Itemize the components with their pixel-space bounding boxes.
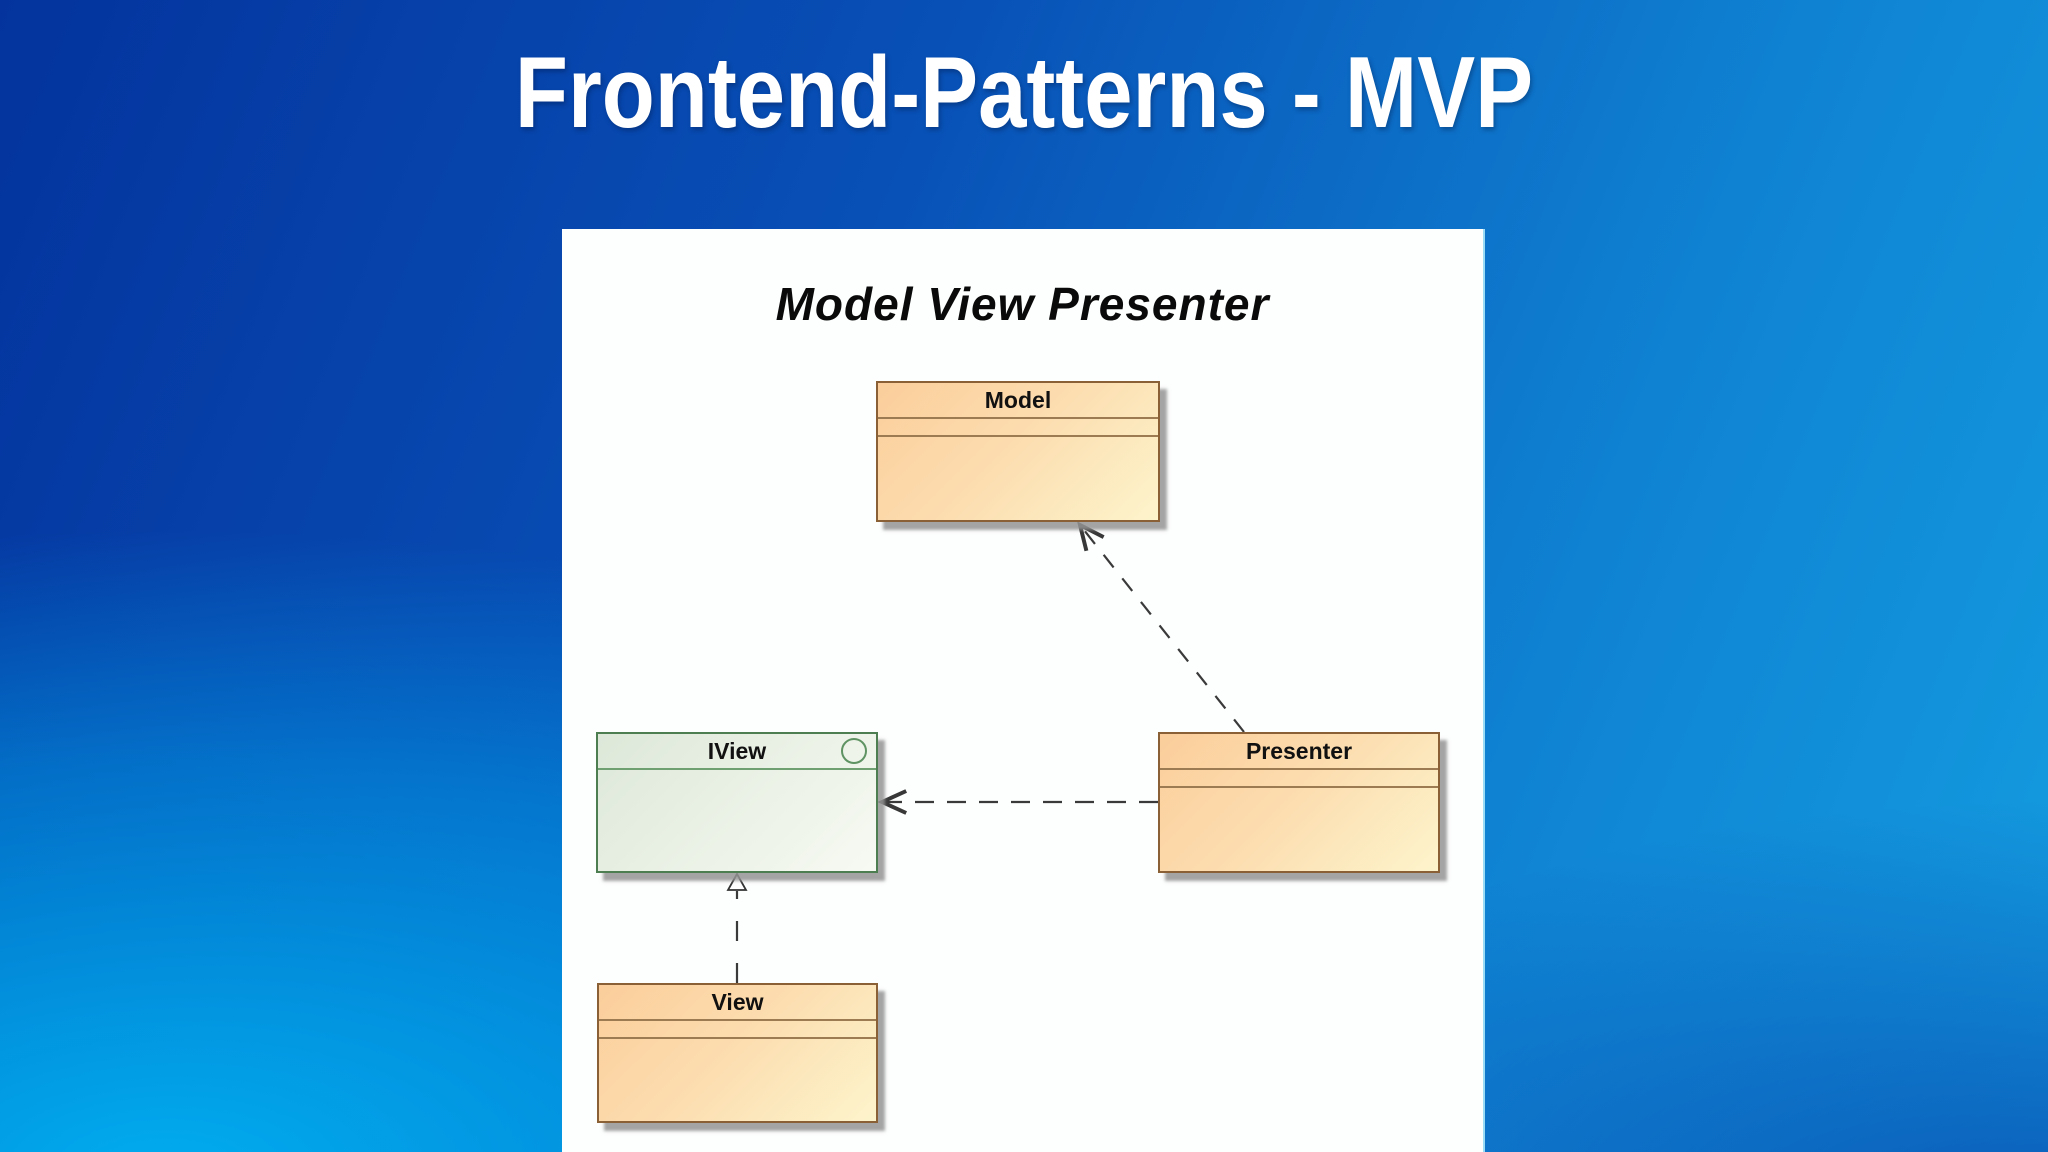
- diagram-title: Model View Presenter: [775, 278, 1270, 330]
- class-attrs-model: [878, 419, 1158, 437]
- class-body-presenter: [1160, 788, 1438, 871]
- interface-title-iview: IView: [598, 734, 876, 770]
- class-box-presenter: Presenter: [1158, 732, 1440, 873]
- class-title-model: Model: [878, 383, 1158, 419]
- realization-view-iview: [726, 872, 748, 983]
- uml-diagram-panel: Model View Presenter Model IView: [562, 229, 1485, 1152]
- slide-title-text: Frontend-Patterns - MVP: [514, 36, 1534, 149]
- class-body-view: [599, 1039, 876, 1121]
- class-attrs-view: [599, 1021, 876, 1039]
- interface-name-label: IView: [707, 737, 767, 764]
- class-body-model: [878, 437, 1158, 520]
- class-attrs-presenter: [1160, 770, 1438, 788]
- dependency-presenter-model: [1077, 521, 1245, 733]
- class-title-view: View: [599, 985, 876, 1021]
- class-box-model: Model: [876, 381, 1160, 522]
- hollow-triangle-arrowhead: [726, 872, 748, 891]
- interface-body-iview: [598, 770, 876, 871]
- class-box-view: View: [597, 983, 878, 1123]
- interface-box-iview: IView: [596, 732, 878, 873]
- slide-title: Frontend-Patterns - MVP: [0, 18, 2048, 168]
- class-title-presenter: Presenter: [1160, 734, 1438, 770]
- interface-lollipop-icon: [841, 738, 867, 764]
